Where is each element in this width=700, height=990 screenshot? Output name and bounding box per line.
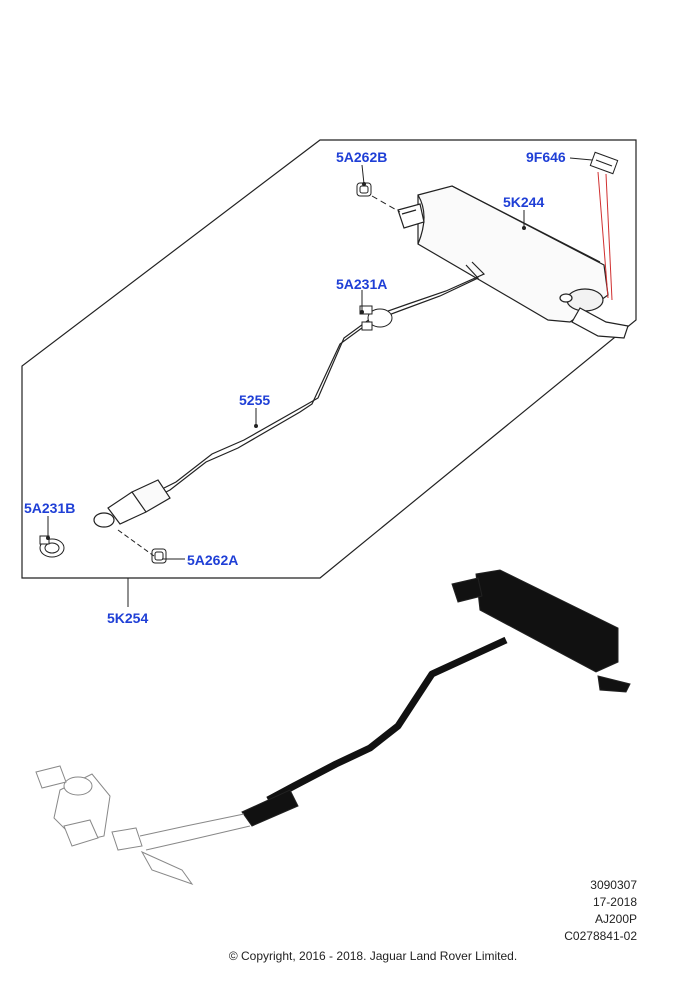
hanger-leader-a [117,529,155,557]
callout-9F646[interactable]: 9F646 [526,149,566,165]
leader-dots [46,182,526,540]
assembled-resonator [241,789,299,827]
pipe-5255 [93,261,486,528]
callout-5A231B[interactable]: 5A231B [24,500,75,516]
reference-line-4: C0278841-02 [564,929,637,943]
reference-line-2: 17-2018 [592,895,637,909]
reference-line-3: AJ200P [594,912,637,926]
rear-muffler-5K244 [397,185,629,339]
assembled-front-pipe [139,813,251,851]
copyright-notice: © Copyright, 2016 - 2018. Jaguar Land Ro… [228,949,518,963]
hanger-leader-b [371,195,401,213]
kit-outline [21,139,637,579]
callout-5255[interactable]: 5255 [239,392,270,408]
callout-5A231A[interactable]: 5A231A [336,276,387,292]
assembled-pipe [266,636,508,804]
assembled-muffler [451,569,631,693]
catalytic-converter [35,765,194,885]
hanger-5A262A [151,548,167,564]
clamp-5A231B [39,535,65,558]
callout-5A262B[interactable]: 5A262B [336,149,387,165]
sensor-9F646 [589,151,619,175]
hanger-5A262B [356,182,372,197]
sensor-leaders [597,171,613,301]
callout-5K254[interactable]: 5K254 [107,610,148,626]
reference-block: 3090307 17-2018 AJ200P C0278841-02 [564,877,637,945]
callout-5K244[interactable]: 5K244 [503,194,544,210]
callout-5A262A[interactable]: 5A262A [187,552,238,568]
reference-line-1: 3090307 [590,878,637,892]
clamp-5A231A [359,305,393,331]
callout-leaders [47,157,593,560]
